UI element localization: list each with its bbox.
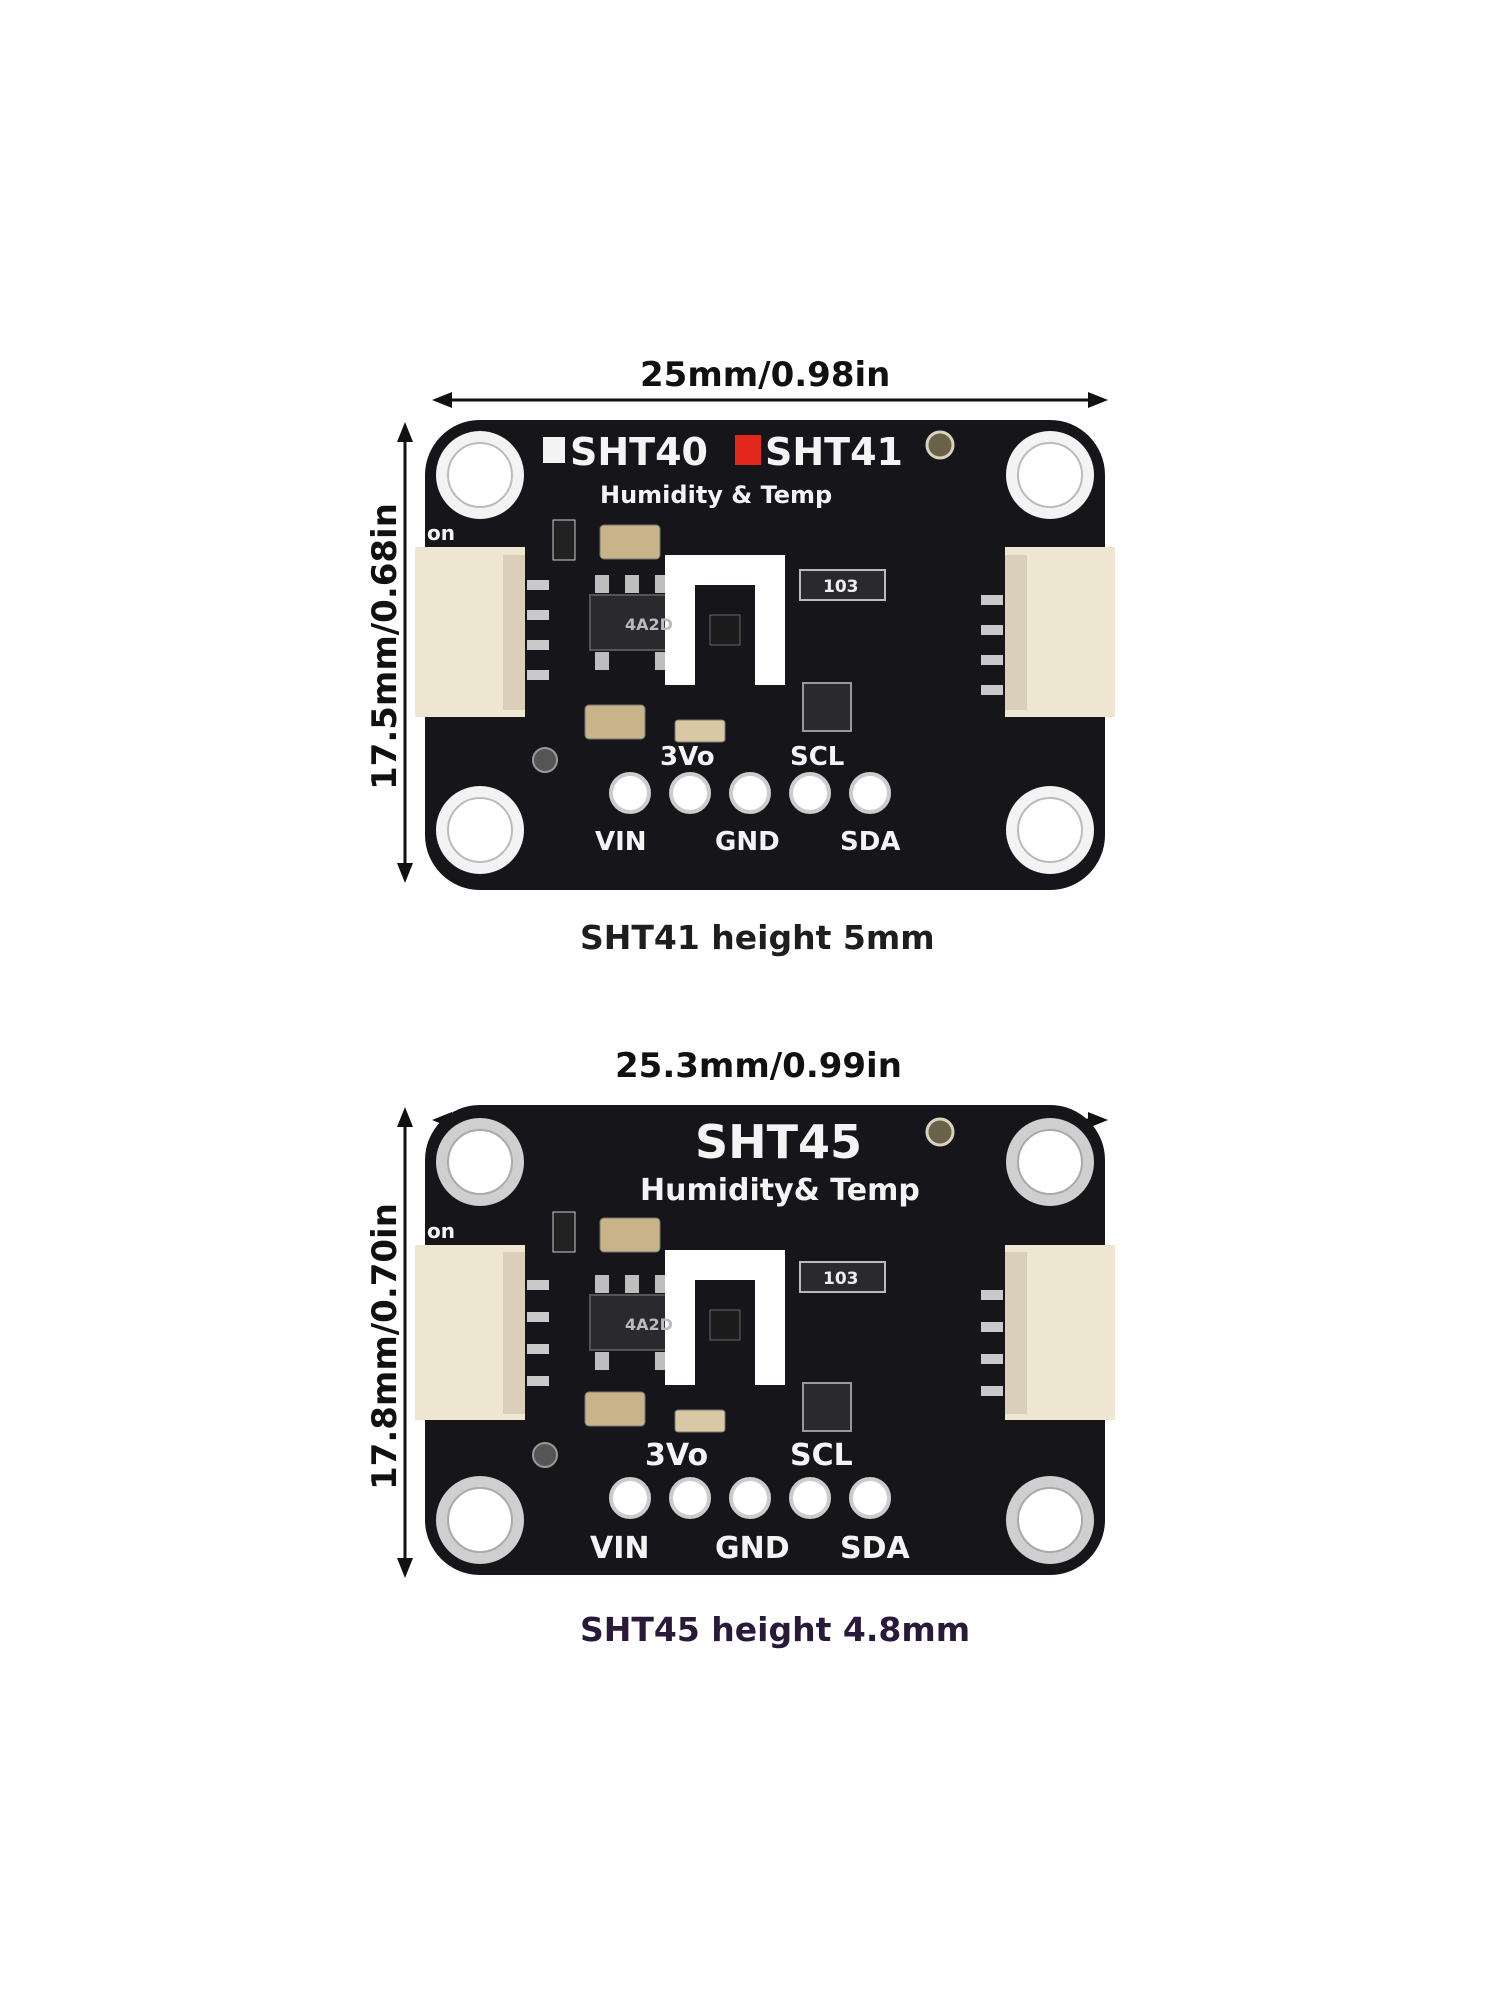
board2-sensor-cutout [665,1250,785,1385]
board2-sensor-chip [709,1309,741,1341]
board2-on-label: on [427,1219,455,1243]
board1-capacitor [599,524,661,560]
board2-res-network [799,1261,886,1293]
board2-silk-title: SHT45 [695,1115,862,1169]
board2-capacitor [599,1217,661,1253]
board2-pcb: SHT45 Humidity& Temp on 4A2D 103 3Vo SCL… [415,1105,1115,1575]
board2-small-cap [674,1409,726,1433]
board1-shifter-chip [802,682,852,732]
board1-caption: SHT41 height 5mm [580,918,935,957]
board2-pin-gnd: GND [715,1531,790,1566]
board2-mount-hole [436,1476,524,1564]
board1-mount-hole [436,786,524,874]
board2-width-label: 25.3mm/0.99in [615,1046,902,1086]
board1-pin-scl: SCL [790,742,844,772]
board1-silk-sht41: SHT41 [765,430,903,474]
board1-small-cap [674,719,726,743]
board2-mount-hole [1006,1476,1094,1564]
board2-fiducial [925,1117,955,1147]
board1-pin-gnd: GND [715,827,780,857]
board1-pin-vin: VIN [595,827,647,857]
board2-pin-3vo: 3Vo [645,1438,708,1473]
board2-height-label: 17.8mm/0.70in [365,1203,405,1490]
board1-height-arrow [397,422,413,883]
board1-pin-holes [609,772,891,814]
board1-sensor-cutout [665,555,785,685]
board1-mount-hole [1006,786,1094,874]
board2-pin-sda: SDA [840,1531,911,1566]
board2-regulator [589,1294,671,1351]
board1-reg-marking: 4A2D [625,615,673,634]
board1-capacitor [584,704,646,740]
board1-pin-sda: SDA [840,827,900,857]
board1-sensor-chip [709,614,741,646]
board1-on-label: on [427,521,455,545]
board2-res-marking: 103 [823,1269,859,1289]
board2-caption: SHT45 height 4.8mm [580,1610,971,1649]
board1-mount-hole [1006,431,1094,519]
board2-reg-marking: 4A2D [625,1315,673,1334]
board2-mount-hole [1006,1118,1094,1206]
board2-pin-scl: SCL [790,1438,853,1473]
board1-mount-hole [436,431,524,519]
board1-fiducial [925,430,955,460]
board1-pcb: SHT40 SHT41 Humidity & Temp on 4A2D 103 … [415,420,1115,890]
board2-capacitor [584,1391,646,1427]
board1-regulator [589,594,671,651]
board1-silk-sht40: SHT40 [570,430,708,474]
board1-red-marker [735,435,761,465]
board2-res-small [552,1211,576,1253]
board2-height-arrow [397,1107,413,1578]
board1-width-arrow [432,392,1108,408]
board1-silk-box [543,437,565,463]
board1-width-label: 25mm/0.98in [640,355,891,395]
board2-silk-subtitle: Humidity& Temp [640,1173,920,1208]
board1-silk-subtitle: Humidity & Temp [600,481,832,509]
board2-pin-holes [609,1477,891,1519]
board1-res-marking: 103 [823,577,859,597]
board2-shifter-chip [802,1382,852,1432]
board2-pin-vin: VIN [590,1531,650,1566]
board1-pin-3vo: 3Vo [660,742,715,772]
board1-res-small [552,519,576,561]
board2-mount-hole [436,1118,524,1206]
board1-res-network [799,569,886,601]
board1-height-label: 17.5mm/0.68in [365,503,405,790]
